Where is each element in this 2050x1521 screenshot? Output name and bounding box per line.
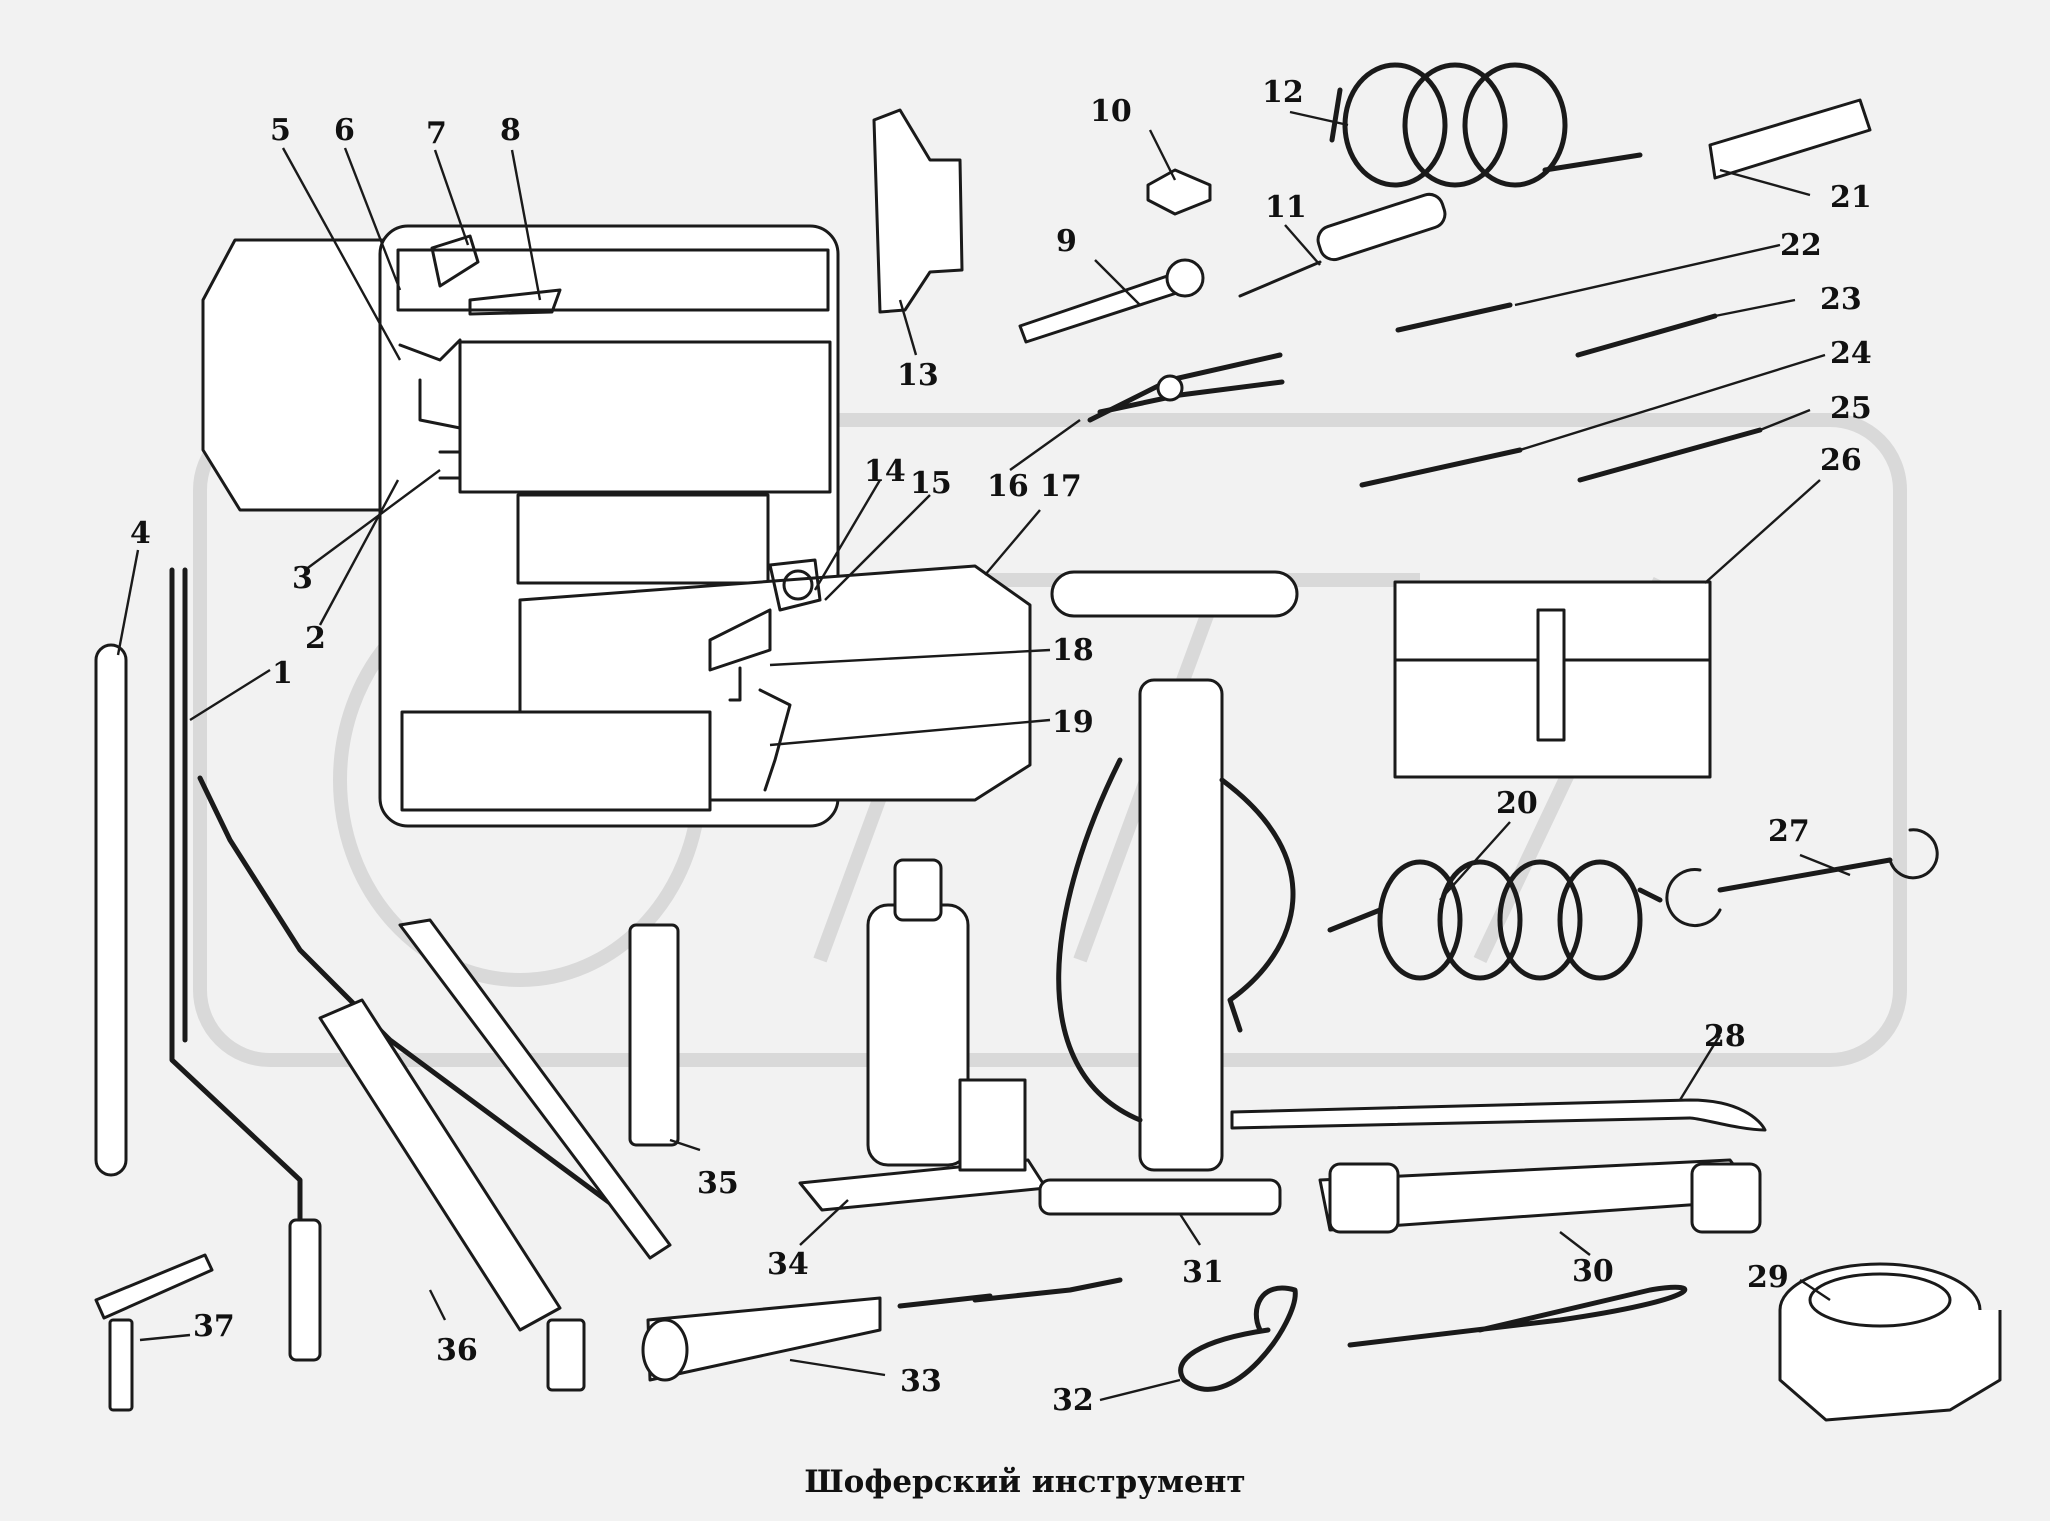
callout-14: 14: [864, 454, 906, 489]
callout-31: 31: [1182, 1255, 1224, 1290]
tool-bag: [201, 224, 1032, 828]
callout-3: 3: [292, 561, 313, 596]
callout-8: 8: [500, 113, 521, 148]
callout-37: 37: [193, 1309, 235, 1344]
callout-36: 36: [436, 1333, 478, 1368]
callout-9: 9: [1056, 224, 1077, 259]
callout-28: 28: [1704, 1019, 1746, 1054]
callout-34: 34: [767, 1247, 809, 1282]
callout-15: 15: [910, 466, 952, 501]
callout-16: 16: [987, 469, 1029, 504]
callout-24: 24: [1830, 336, 1872, 371]
diagram-caption: Шоферский инструмент: [804, 1464, 1245, 1500]
callout-6: 6: [334, 113, 355, 148]
callout-26: 26: [1820, 443, 1862, 478]
callout-labels: 1 2 3 4 5 6 7 8 9 10 11 12 13 14 15 16 1…: [130, 75, 1872, 1418]
callout-33: 33: [900, 1364, 942, 1399]
callout-17: 17: [1040, 469, 1082, 504]
callout-4: 4: [130, 516, 151, 551]
callout-11: 11: [1265, 190, 1307, 225]
callout-18: 18: [1052, 633, 1094, 668]
callout-12: 12: [1262, 75, 1304, 110]
leader-lines: [116, 110, 1851, 1402]
callout-22: 22: [1780, 228, 1822, 263]
callout-21: 21: [1830, 180, 1872, 215]
callout-2: 2: [305, 621, 326, 656]
callout-5: 5: [270, 113, 291, 148]
callout-32: 32: [1052, 1383, 1094, 1418]
callout-1: 1: [272, 656, 293, 691]
callout-27: 27: [1768, 814, 1810, 849]
callout-25: 25: [1830, 391, 1872, 426]
callout-19: 19: [1052, 705, 1094, 740]
callout-7: 7: [426, 116, 447, 151]
callout-20: 20: [1496, 786, 1538, 821]
callout-30: 30: [1572, 1254, 1614, 1289]
callout-13: 13: [897, 358, 939, 393]
tool-drawings: [94, 62, 2002, 1422]
callout-29: 29: [1747, 1260, 1789, 1295]
callout-23: 23: [1820, 282, 1862, 317]
callout-35: 35: [697, 1166, 739, 1201]
callout-10: 10: [1090, 94, 1132, 129]
